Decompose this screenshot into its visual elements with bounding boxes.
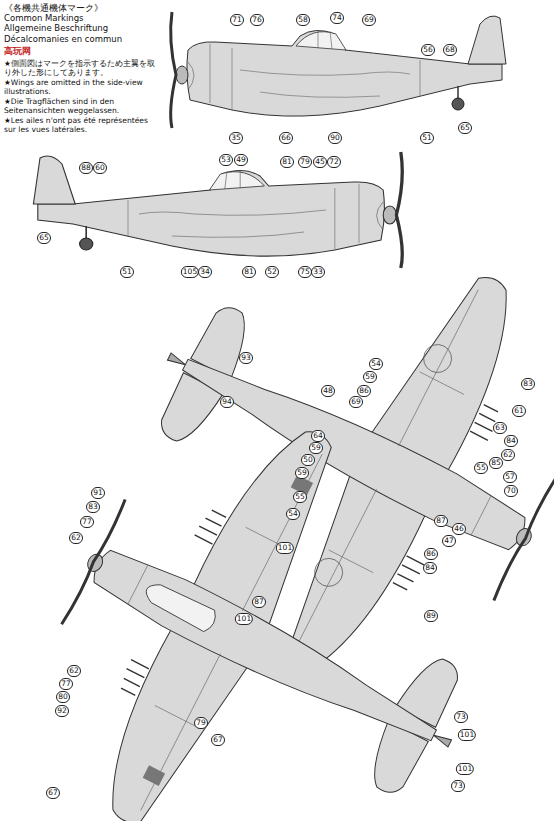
side-view xyxy=(33,152,402,268)
callout-number: 62 xyxy=(69,532,83,544)
callout-number: 71 xyxy=(230,14,244,26)
callout-number: 89 xyxy=(424,610,438,622)
callout-number: 45 xyxy=(313,156,327,168)
callout-number: 92 xyxy=(55,705,69,717)
note-text: ★側面図はマークを指示するため主翼を取り外した形にしてあります。 xyxy=(4,59,162,77)
callout-number: 67 xyxy=(211,734,225,746)
heading-text: Allgemeine Beschriftung xyxy=(4,23,162,33)
callout-number: 46 xyxy=(452,523,466,535)
callout-number: 76 xyxy=(250,14,264,26)
callout-number: 101 xyxy=(456,763,474,775)
callout-number: 79 xyxy=(194,717,208,729)
heading-text: Common Markings xyxy=(4,13,162,23)
callout-number: 86 xyxy=(357,385,371,397)
callout-number: 35 xyxy=(229,132,243,144)
callout-number: 83 xyxy=(86,501,100,513)
callout-number: 87 xyxy=(252,596,266,608)
callout-number: 69 xyxy=(349,396,363,408)
callout-number: 66 xyxy=(279,132,293,144)
callout-number: 54 xyxy=(369,358,383,370)
callout-number: 94 xyxy=(220,396,234,408)
callout-number: 57 xyxy=(503,471,517,483)
callout-number: 33 xyxy=(311,266,325,278)
callout-number: 68 xyxy=(443,44,457,56)
callout-number: 77 xyxy=(59,678,73,690)
callout-number: 64 xyxy=(311,430,325,442)
callout-number: 59 xyxy=(295,467,309,479)
callout-number: 48 xyxy=(321,385,335,397)
callout-number: 80 xyxy=(56,691,70,703)
callout-number: 56 xyxy=(421,44,435,56)
callout-number: 62 xyxy=(501,449,515,461)
callout-number: 55 xyxy=(474,462,488,474)
callout-number: 90 xyxy=(328,132,342,144)
callout-number: 65 xyxy=(458,122,472,134)
callout-number: 93 xyxy=(239,352,253,364)
underside-view xyxy=(71,164,554,734)
callout-number: 81 xyxy=(242,266,256,278)
side-view xyxy=(171,12,506,128)
callout-number: 62 xyxy=(67,665,81,677)
callout-number: 52 xyxy=(265,266,279,278)
callout-number: 58 xyxy=(296,14,310,26)
callout-number: 51 xyxy=(420,132,434,144)
callout-number: 84 xyxy=(504,435,518,447)
callout-number: 73 xyxy=(454,711,468,723)
callout-number: 65 xyxy=(37,232,51,244)
callout-number: 63 xyxy=(493,422,507,434)
callout-number: 74 xyxy=(330,12,344,24)
callout-number: 101 xyxy=(458,729,476,741)
callout-number: 67 xyxy=(46,787,60,799)
callout-number: 61 xyxy=(512,405,526,417)
callout-number: 55 xyxy=(293,491,307,503)
callout-number: 49 xyxy=(234,154,248,166)
callout-number: 88 xyxy=(79,162,93,174)
callout-number: 86 xyxy=(424,548,438,560)
callout-number: 51 xyxy=(120,266,134,278)
note-text: ★Wings are omitted in the side-view illu… xyxy=(4,78,162,96)
top-view xyxy=(0,367,548,821)
callout-number: 105 xyxy=(181,266,199,278)
callout-number: 85 xyxy=(489,457,503,469)
callout-number: 60 xyxy=(93,162,107,174)
callout-number: 34 xyxy=(198,266,212,278)
note-text: ★Les ailes n'ont pas été représentées su… xyxy=(4,116,162,134)
callout-number: 91 xyxy=(91,487,105,499)
watermark: 高玩网 xyxy=(4,46,162,57)
callout-number: 75 xyxy=(298,266,312,278)
callout-number: 59 xyxy=(309,442,323,454)
callout-number: 84 xyxy=(423,562,437,574)
callout-number: 72 xyxy=(327,156,341,168)
callout-number: 79 xyxy=(298,156,312,168)
callout-number: 77 xyxy=(80,516,94,528)
callout-number: 50 xyxy=(301,454,315,466)
callout-number: 83 xyxy=(521,378,535,390)
heading-text: Décalcomanies en commun xyxy=(4,34,162,44)
callout-number: 87 xyxy=(434,515,448,527)
callout-number: 101 xyxy=(235,613,253,625)
callout-number: 70 xyxy=(504,485,518,497)
heading-text: 《各機共通機体マーク》 xyxy=(4,3,162,13)
callout-number: 101 xyxy=(276,542,294,554)
callout-number: 81 xyxy=(280,156,294,168)
callout-number: 69 xyxy=(362,14,376,26)
note-text: ★Die Tragflächen sind in den Seitenansic… xyxy=(4,97,162,115)
callout-number: 73 xyxy=(451,780,465,792)
callout-number: 54 xyxy=(286,508,300,520)
callout-number: 47 xyxy=(442,535,456,547)
callout-number: 53 xyxy=(219,154,233,166)
callout-number: 59 xyxy=(363,371,377,383)
